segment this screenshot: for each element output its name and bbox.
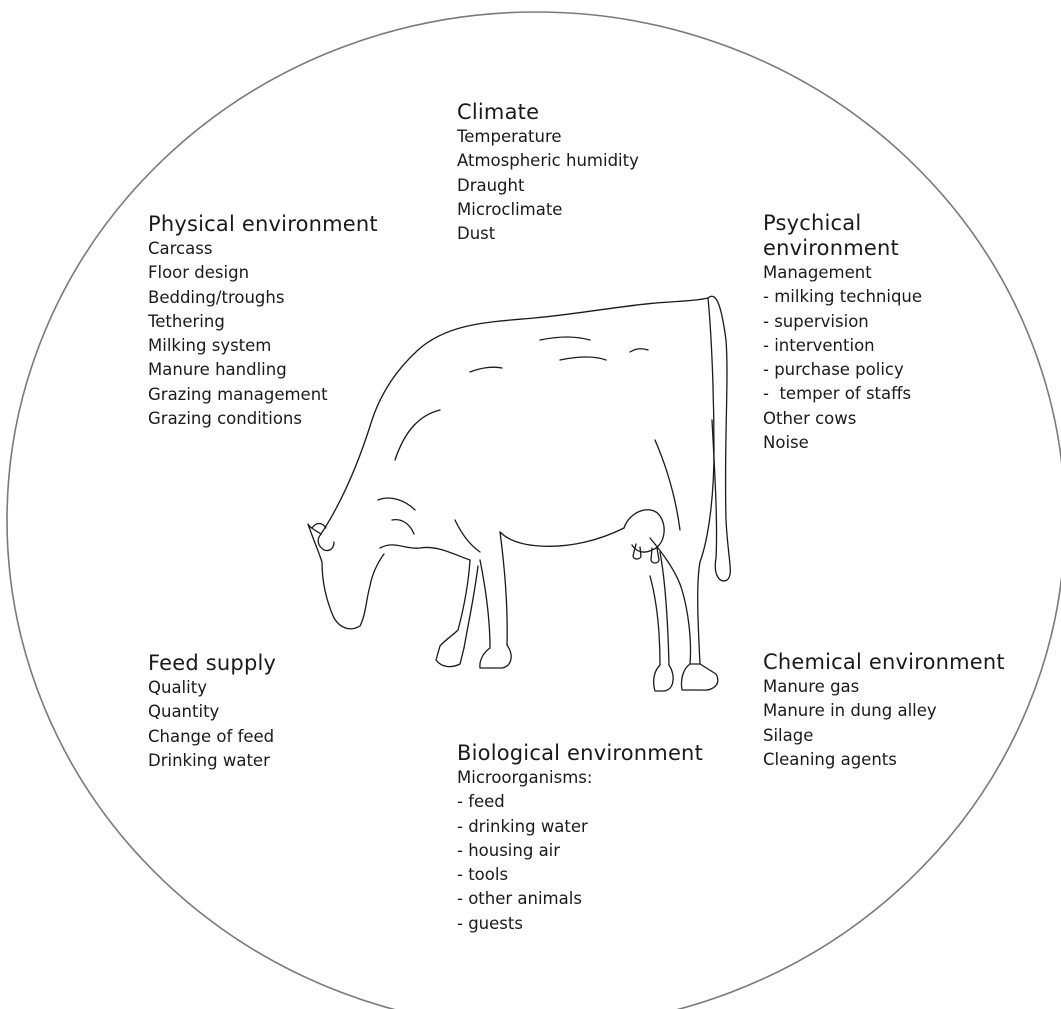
cow-hip-line: [629, 348, 649, 353]
psychical-environment-item: Other cows: [763, 408, 857, 428]
cow-drawing: [307, 295, 731, 692]
feed-supply-item: Quantity: [148, 702, 220, 722]
cow-shoulder-detail: [394, 409, 441, 461]
chemical-environment-items: Manure gas Manure in dung alley Silage C…: [763, 675, 1005, 772]
cow-front-leg-right-back: [499, 531, 508, 646]
cow-back-detail: [539, 336, 591, 341]
feed-supply-title: Feed supply: [148, 651, 277, 675]
cow-belly: [499, 527, 625, 547]
cow-flank-line: [559, 356, 607, 361]
climate-item: Atmospheric humidity: [457, 151, 639, 171]
cow-teat-2: [650, 547, 660, 564]
climate-item: Draught: [457, 175, 525, 195]
psychical-environment-group: Psychical environment Management - milki…: [763, 211, 973, 455]
cow-front-leg-right-front: [479, 559, 491, 649]
biological-environment-item: - housing air: [457, 840, 561, 860]
psychical-environment-item: Management: [763, 263, 872, 282]
physical-environment-item: Tethering: [148, 311, 225, 331]
climate-title: Climate: [457, 100, 540, 124]
cow-hind-leg-right-front: [649, 537, 692, 665]
climate-item: Temperature: [457, 127, 562, 146]
feed-supply-item: Change of feed: [148, 726, 275, 746]
psychical-environment-title: Psychical environment: [763, 211, 899, 260]
physical-environment-item: Grazing conditions: [148, 409, 302, 429]
cow-hind-hoof-left: [653, 664, 674, 692]
biological-environment-items: Microorganisms: - feed - drinking water …: [457, 766, 703, 936]
physical-environment-item: Carcass: [148, 239, 213, 258]
physical-environment-item: Floor design: [148, 263, 250, 283]
cow-front-leg-left: [439, 559, 471, 647]
chemical-environment-group: Chemical environment Manure gas Manure i…: [763, 650, 1005, 772]
cow-front-hoof-left: [435, 645, 465, 668]
cow-back-outline: [320, 297, 709, 535]
cow-ear: [317, 533, 335, 552]
environment-circle: [6, 11, 1061, 1009]
chemical-environment-item: Manure in dung alley: [763, 701, 937, 721]
climate-items: Temperature Atmospheric humidity Draught…: [457, 125, 639, 246]
cow-rib-line: [469, 366, 503, 373]
psychical-environment-item: - purchase policy: [763, 360, 904, 380]
biological-environment-item: - tools: [457, 865, 509, 885]
feed-supply-item: Quality: [148, 678, 207, 697]
cow-teat-1: [632, 543, 642, 560]
biological-environment-item: Microorganisms:: [457, 768, 593, 787]
cow-udder: [623, 509, 665, 553]
cow-horn: [311, 522, 327, 529]
psychical-environment-item: - temper of staffs: [763, 384, 912, 404]
chemical-environment-item: Manure gas: [763, 677, 860, 696]
psychical-environment-item: - intervention: [763, 335, 875, 355]
biological-environment-item: - guests: [457, 913, 523, 933]
cow-front-hoof-right: [479, 644, 512, 669]
physical-environment-title: Physical environment: [148, 212, 378, 236]
cow-hind-muscle: [654, 439, 681, 531]
cow-foreleg-muscle: [454, 519, 481, 553]
feed-supply-items: Quality Quantity Change of feed Drinking…: [148, 676, 276, 773]
climate-item: Microclimate: [457, 199, 563, 219]
biological-environment-item: - other animals: [457, 889, 582, 909]
biological-environment-item: - feed: [457, 792, 505, 812]
cow-chest: [379, 544, 471, 561]
chemical-environment-item: Silage: [763, 725, 814, 745]
cow-hind-hoof-right: [680, 663, 719, 691]
psychical-environment-item: - milking technique: [763, 287, 923, 307]
biological-environment-title: Biological environment: [457, 741, 704, 765]
cow-head: [307, 523, 385, 630]
physical-environment-item: Bedding/troughs: [148, 287, 285, 307]
biological-environment-group: Biological environment Microorganisms: -…: [457, 741, 703, 936]
physical-environment-item: Grazing management: [148, 384, 328, 404]
psychical-environment-items: Management - milking technique - supervi…: [763, 261, 973, 455]
chemical-environment-title: Chemical environment: [763, 650, 1005, 674]
climate-group: Climate Temperature Atmospheric humidity…: [457, 100, 639, 246]
cow-tail: [707, 295, 731, 582]
chemical-environment-item: Cleaning agents: [763, 749, 897, 769]
cow-neck-fold-1: [377, 497, 416, 511]
biological-environment-item: - drinking water: [457, 816, 588, 836]
physical-environment-item: Milking system: [148, 336, 272, 356]
cow-hind-leg-left: [659, 551, 670, 666]
physical-environment-item: Manure handling: [148, 360, 287, 380]
psychical-environment-item: - supervision: [763, 311, 869, 331]
cow-neck-fold-2: [391, 518, 415, 535]
physical-environment-items: Carcass Floor design Bedding/troughs Tet…: [148, 237, 378, 431]
cow-rump: [697, 297, 715, 665]
physical-environment-group: Physical environment Carcass Floor desig…: [148, 212, 378, 431]
feed-supply-group: Feed supply Quality Quantity Change of f…: [148, 651, 276, 773]
psychical-environment-item: Noise: [763, 433, 809, 453]
cow-hind-leg-left-front: [649, 575, 661, 666]
feed-supply-item: Drinking water: [148, 750, 270, 770]
climate-item: Dust: [457, 224, 496, 244]
cow-front-leg-left-back: [463, 565, 479, 649]
